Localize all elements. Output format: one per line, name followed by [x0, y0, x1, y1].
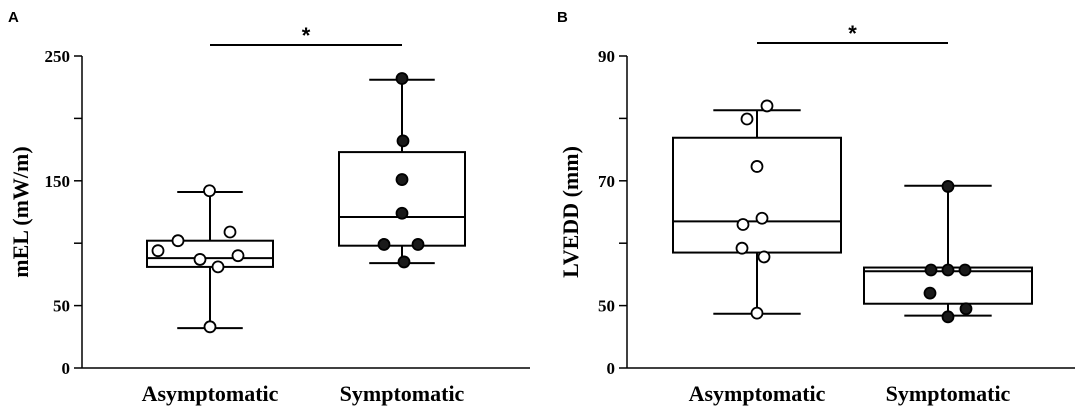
data-point: [923, 286, 937, 300]
panel-a: A 0 50 150 250 mEL (mW/m) Asymptomatic Symptoma…: [8, 9, 530, 406]
data-point: [231, 249, 245, 263]
y-tick-label: 150: [45, 172, 71, 191]
panel-letter: A: [8, 9, 19, 26]
y-tick-label: 70: [598, 172, 615, 191]
y-tick-label: 0: [62, 359, 71, 378]
y-tick-label: 250: [45, 47, 71, 66]
box-iqr: [338, 151, 466, 247]
data-point: [736, 218, 750, 231]
data-point: [750, 160, 764, 173]
y-tick-label: 0: [607, 359, 616, 378]
box-iqr: [672, 136, 842, 254]
data-point: [924, 263, 938, 277]
data-point: [171, 234, 185, 248]
x-category-label: Asymptomatic: [142, 381, 279, 406]
data-point: [411, 238, 425, 251]
data-point: [395, 72, 409, 85]
data-point: [941, 180, 955, 193]
data-point: [941, 263, 955, 277]
data-point: [193, 253, 207, 266]
box-group-symptomatic: [338, 72, 466, 269]
significance-marker: *: [848, 21, 857, 46]
box-iqr: [146, 239, 274, 268]
data-point: [397, 255, 411, 269]
data-point: [395, 206, 409, 220]
y-axis-title: LVEDD (mm): [558, 146, 583, 278]
data-point: [760, 99, 774, 113]
box-group-asymptomatic: [672, 99, 842, 320]
panel-letter: B: [557, 9, 568, 26]
data-point: [203, 320, 217, 334]
x-category-label: Symptomatic: [340, 381, 465, 406]
significance-marker: *: [302, 23, 311, 48]
data-point: [958, 263, 972, 277]
box-group-asymptomatic: [146, 184, 274, 334]
data-point: [959, 302, 973, 316]
data-point: [223, 225, 237, 239]
y-tick-label: 50: [598, 297, 615, 316]
y-axis-title: mEL (mW/m): [8, 146, 33, 277]
box-group-symptomatic: [863, 180, 1033, 324]
x-category-label: Asymptomatic: [689, 381, 826, 406]
data-point: [755, 211, 769, 225]
data-point: [750, 306, 764, 320]
data-point: [203, 184, 216, 198]
data-point: [757, 250, 771, 264]
data-point: [377, 238, 391, 251]
data-point: [740, 112, 754, 126]
data-point: [396, 134, 410, 148]
x-category-label: Symptomatic: [886, 381, 1011, 406]
data-point: [151, 244, 165, 258]
data-point: [211, 260, 225, 274]
data-point: [395, 173, 409, 186]
data-point: [941, 310, 955, 324]
y-tick-label: 50: [53, 297, 70, 316]
data-point: [735, 241, 749, 255]
y-tick-label: 90: [598, 47, 615, 66]
